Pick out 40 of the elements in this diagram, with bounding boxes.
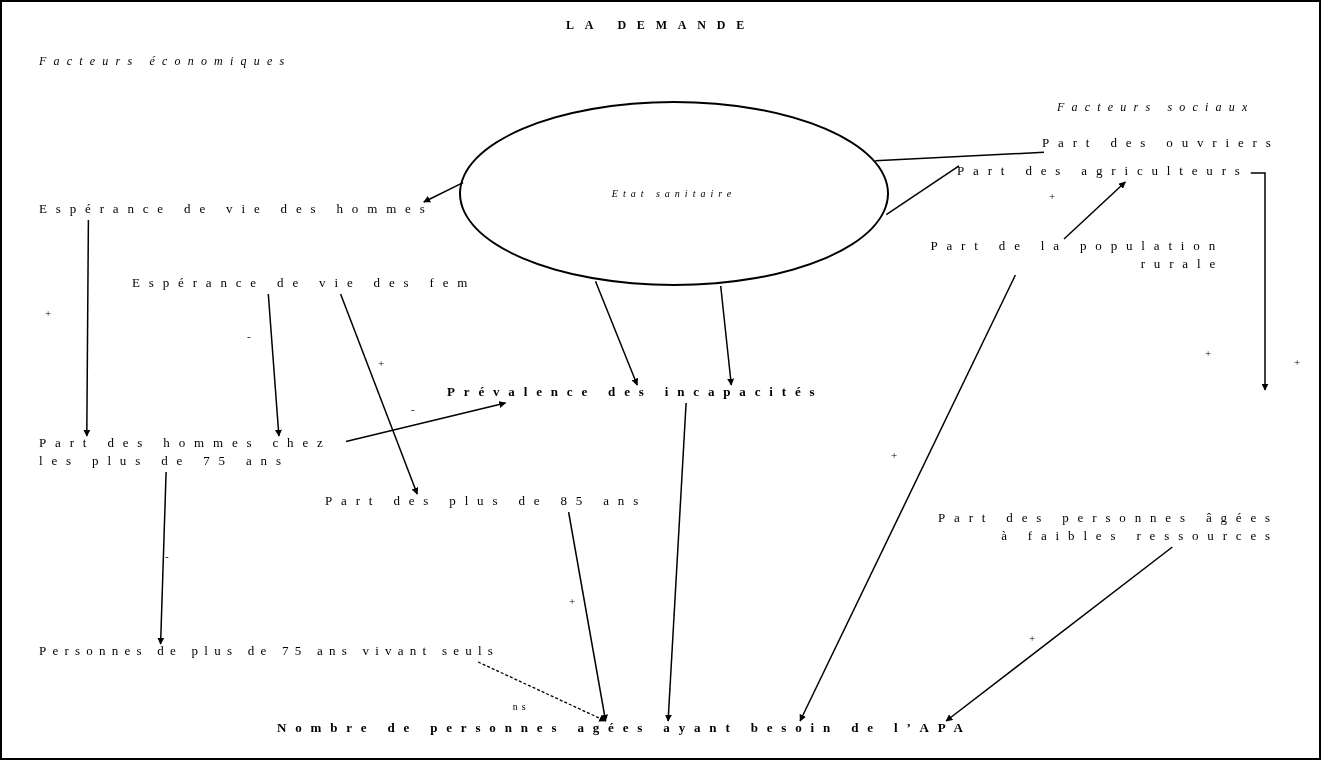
- node-label: Personnes de plus de 75 ans vivant seuls: [39, 642, 500, 660]
- arrow: [945, 546, 1174, 722]
- node-label: Part des agriculteurs: [957, 162, 1249, 180]
- arrow: [157, 471, 167, 645]
- sign-label: -: [247, 329, 251, 344]
- node-label: Part des ouvriers: [1042, 134, 1280, 152]
- arrow: [83, 219, 91, 437]
- section-heading: Facteurs économiques: [39, 53, 292, 70]
- node-label: Prévalence des incapacités: [447, 383, 824, 401]
- node-label: Nombre de personnes agées ayant besoin de l’APA: [277, 719, 972, 737]
- section-heading: Facteurs sociaux: [1057, 99, 1255, 116]
- arrow: [664, 402, 687, 722]
- arrow: [339, 293, 419, 495]
- diagram-title: LA DEMANDE: [565, 17, 756, 34]
- sign-label: +: [45, 306, 52, 321]
- arrow: [1250, 172, 1269, 391]
- sign-label: +: [378, 356, 385, 371]
- arrow: [477, 661, 607, 722]
- arrow: [594, 280, 639, 386]
- sign-label: +: [1205, 346, 1212, 361]
- arrow: [567, 511, 608, 722]
- node-label: Part des personnes âgées à faibles ressources: [917, 509, 1279, 545]
- sign-label: -: [411, 402, 415, 417]
- sign-label: +: [891, 448, 898, 463]
- sign-label: +: [1029, 631, 1036, 646]
- arrow: [345, 401, 507, 443]
- node-label: Etat sanitaire: [611, 187, 737, 201]
- sign-label: -: [165, 549, 169, 564]
- sign-label: +: [569, 594, 576, 609]
- sign-label: +: [1049, 189, 1056, 204]
- node-label: Part de la population rurale: [900, 237, 1224, 273]
- node-label: Part des plus de 85 ans: [325, 492, 648, 510]
- arrow: [267, 293, 282, 437]
- node-label: Part des hommes chez les plus de 75 ans: [39, 434, 344, 470]
- arrow: [799, 274, 1017, 722]
- arrow: [719, 285, 735, 386]
- node-label: Espérance de vie des fem: [132, 274, 477, 292]
- node-label: Espérance de vie des hommes: [39, 200, 434, 218]
- sign-label: +: [1294, 355, 1301, 370]
- arrow: [1063, 181, 1127, 240]
